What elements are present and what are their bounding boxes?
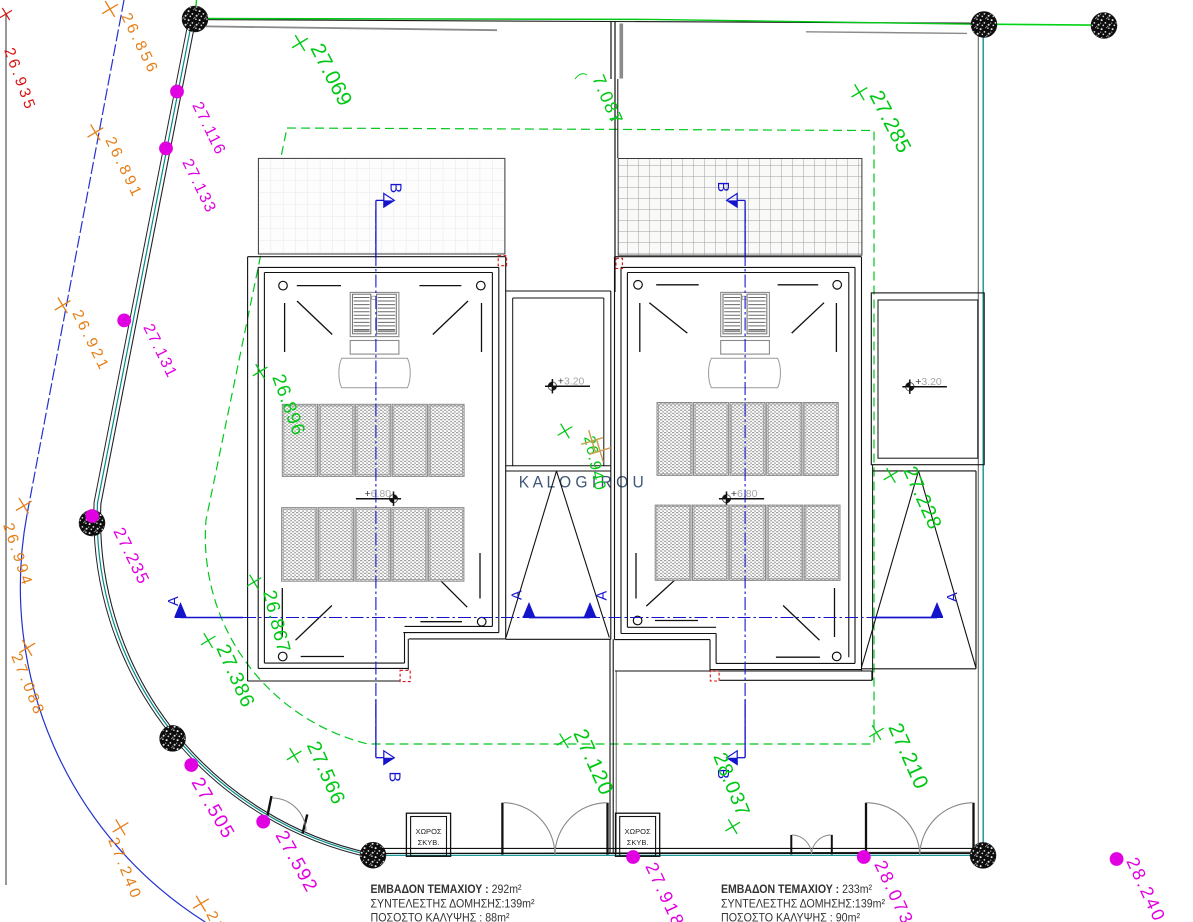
svg-text:27: 27 xyxy=(202,909,227,922)
svg-text:ΣΥΝΤΕΛΕΣΤΗΣ ΔΟΜΗΣΗΣ:139m²: ΣΥΝΤΕΛΕΣΤΗΣ ΔΟΜΗΣΗΣ:139m² xyxy=(371,897,535,911)
svg-text:+6.80: +6.80 xyxy=(731,488,758,500)
svg-text:ΠΟΣΟΣΤΟ ΚΑΛΥΨΗΣ : 88m²: ΠΟΣΟΣΤΟ ΚΑΛΥΨΗΣ : 88m² xyxy=(371,911,510,922)
svg-text:28.073: 28.073 xyxy=(870,857,917,922)
svg-text:B: B xyxy=(714,769,731,780)
svg-text:28.037: 28.037 xyxy=(708,750,754,821)
svg-text:27.088: 27.088 xyxy=(7,651,48,719)
svg-text:27.120: 27.120 xyxy=(568,726,618,800)
svg-text:A: A xyxy=(945,592,961,602)
svg-text:ΕΜΒΑΔΟΝ ΤΕΜΑΧΙΟΥ : 292m²: ΕΜΒΑΔΟΝ ΤΕΜΑΧΙΟΥ : 292m² xyxy=(371,882,522,896)
svg-text:ΕΜΒΑΔΟΝ ΤΕΜΑΧΙΟΥ : 233m²: ΕΜΒΑΔΟΝ ΤΕΜΑΧΙΟΥ : 233m² xyxy=(721,882,872,896)
svg-text:26.856: 26.856 xyxy=(117,10,161,77)
svg-text:27.228: 27.228 xyxy=(898,463,945,533)
svg-text:A: A xyxy=(595,591,611,601)
svg-text:A: A xyxy=(166,596,182,606)
svg-text:ΧΩΡΟΣ: ΧΩΡΟΣ xyxy=(415,827,441,836)
svg-text:+6.80: +6.80 xyxy=(365,488,392,500)
svg-text:26.921: 26.921 xyxy=(68,307,112,374)
svg-text:+3.20: +3.20 xyxy=(558,375,585,387)
svg-text:27.918: 27.918 xyxy=(641,859,688,922)
svg-text:+3.20: +3.20 xyxy=(915,376,942,388)
svg-text:27.386: 27.386 xyxy=(211,641,258,711)
svg-text:7.087: 7.087 xyxy=(588,72,627,128)
svg-text:B: B xyxy=(387,183,404,194)
svg-text:26.891: 26.891 xyxy=(101,134,145,201)
svg-text:ΠΟΣΟΣΤΟ ΚΑΛΥΨΗΣ : 90m²: ΠΟΣΟΣΤΟ ΚΑΛΥΨΗΣ : 90m² xyxy=(721,911,860,922)
svg-text:27.505: 27.505 xyxy=(187,774,239,843)
svg-text:27.069: 27.069 xyxy=(306,40,357,110)
svg-text:K A L O G I R O U: K A L O G I R O U xyxy=(519,474,644,492)
svg-text:A: A xyxy=(510,590,526,600)
svg-text:27.133: 27.133 xyxy=(178,156,219,216)
svg-text:26.867: 26.867 xyxy=(258,588,294,655)
svg-text:27.210: 27.210 xyxy=(883,720,933,794)
svg-text:26.994: 26.994 xyxy=(0,521,36,590)
svg-text:B: B xyxy=(386,772,403,783)
svg-text:28.240: 28.240 xyxy=(1122,854,1169,922)
svg-text:ΣΥΝΤΕΛΕΣΤΗΣ ΔΟΜΗΣΗΣ:139m²: ΣΥΝΤΕΛΕΣΤΗΣ ΔΟΜΗΣΗΣ:139m² xyxy=(721,897,885,911)
svg-text:ΧΩΡΟΣ: ΧΩΡΟΣ xyxy=(625,827,651,836)
svg-text:27.116: 27.116 xyxy=(188,99,228,158)
svg-text:27.235: 27.235 xyxy=(109,524,153,588)
svg-text:27.131: 27.131 xyxy=(139,321,180,381)
svg-text:27.566: 27.566 xyxy=(302,738,349,808)
svg-text:27.285: 27.285 xyxy=(865,87,916,157)
svg-text:ΣΚΥΒ.: ΣΚΥΒ. xyxy=(627,838,649,847)
svg-text:B: B xyxy=(714,182,731,193)
svg-text:ΣΚΥΒ.: ΣΚΥΒ. xyxy=(418,838,440,847)
